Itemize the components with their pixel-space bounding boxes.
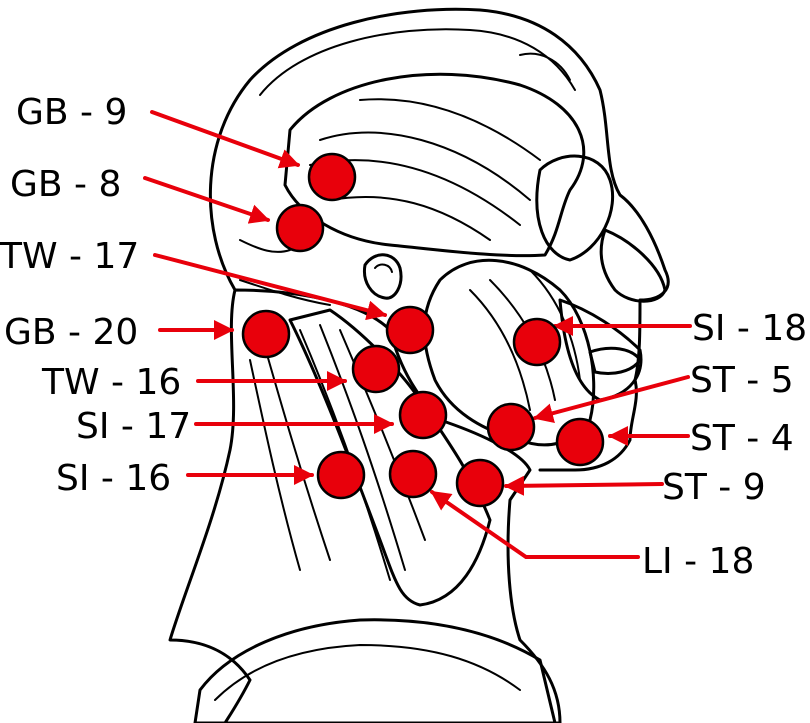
arrow-gb9 <box>150 110 300 169</box>
label-li18: LI - 18 <box>642 541 754 582</box>
label-tw17: TW - 17 <box>0 236 139 277</box>
point-gb9 <box>307 152 357 202</box>
point-li18 <box>388 449 438 499</box>
label-tw16: TW - 16 <box>41 362 181 403</box>
arrow-tw17 <box>153 253 387 321</box>
point-gb20 <box>241 309 291 359</box>
label-st9: ST - 9 <box>662 467 766 508</box>
leader-arrows <box>143 110 692 559</box>
arrow-st9 <box>504 475 664 496</box>
label-gb20: GB - 20 <box>4 312 138 353</box>
label-gb9: GB - 9 <box>16 92 127 133</box>
label-gb8: GB - 8 <box>10 164 121 205</box>
label-si18: SI - 18 <box>692 308 807 349</box>
point-labels: GB - 9 GB - 8 TW - 17 GB - 20 TW - 16 SI… <box>0 92 807 582</box>
point-si18 <box>512 317 562 367</box>
label-st4: ST - 4 <box>690 418 794 459</box>
point-tw17 <box>385 305 435 355</box>
anatomy-drawing <box>168 7 670 723</box>
arrow-st5 <box>533 375 690 424</box>
arrow-li18 <box>430 490 640 559</box>
point-st5 <box>486 402 536 452</box>
point-st4 <box>555 417 605 467</box>
point-gb8 <box>275 203 325 253</box>
point-si17 <box>398 390 448 440</box>
point-st9 <box>455 458 505 508</box>
acupoints <box>241 152 605 508</box>
label-si16: SI - 16 <box>56 458 171 499</box>
point-tw16 <box>351 344 401 394</box>
label-si17: SI - 17 <box>76 406 191 447</box>
label-st5: ST - 5 <box>690 360 794 401</box>
point-si16 <box>316 450 366 500</box>
arrow-gb8 <box>143 176 270 224</box>
